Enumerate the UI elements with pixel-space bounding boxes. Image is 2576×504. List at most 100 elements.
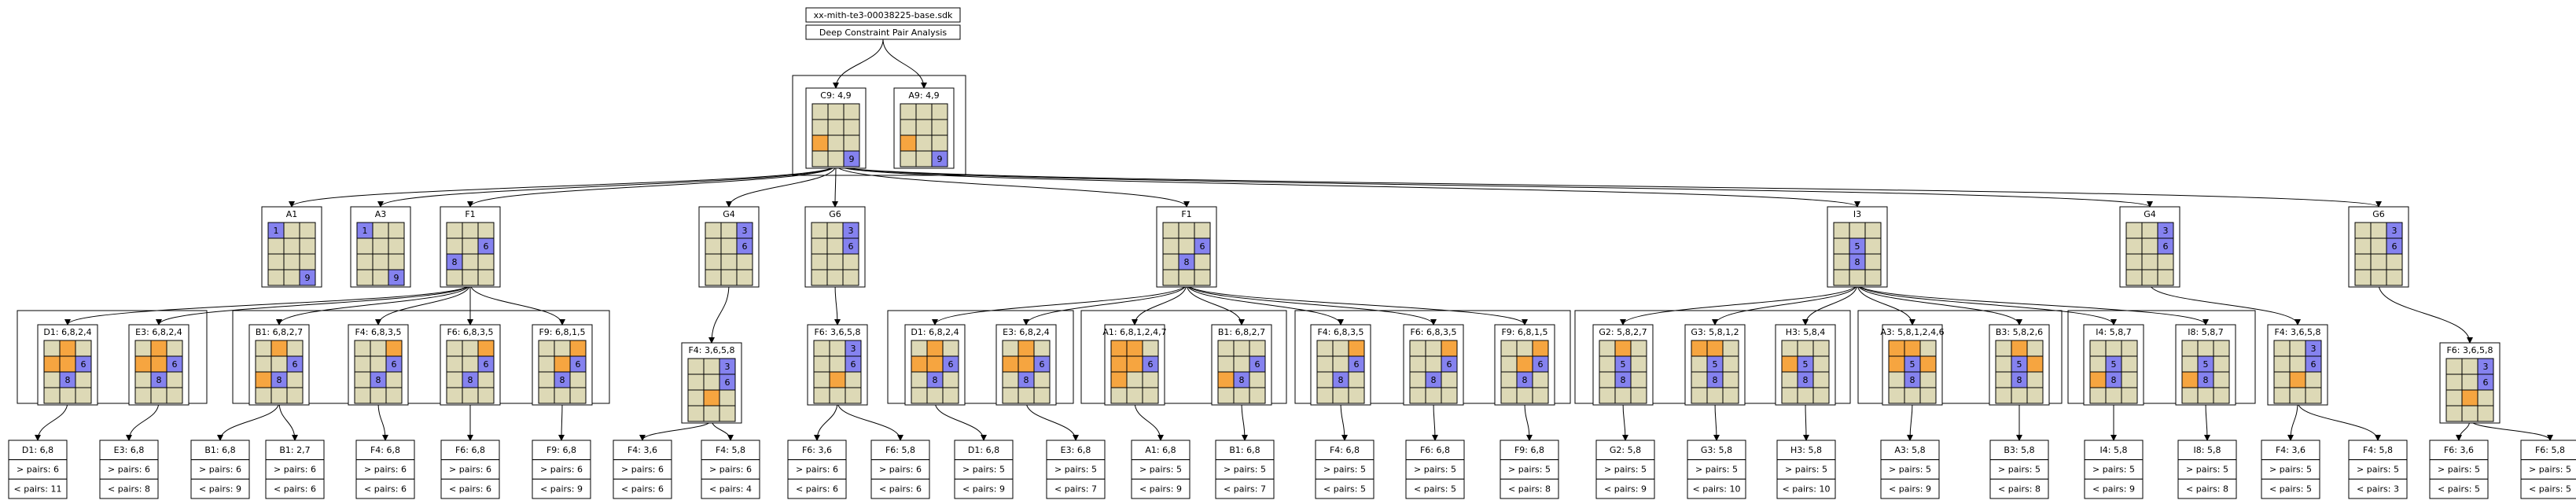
leaf-l23: B3: 5,8> pairs: 5< pairs: 8 bbox=[1989, 440, 2049, 499]
grid-cell bbox=[915, 134, 933, 152]
leaf-text: > pairs: 6 bbox=[621, 465, 664, 475]
grid-cell-value: 6 bbox=[1447, 359, 1452, 370]
grid-cell-value: 5 bbox=[1910, 359, 1915, 370]
grid-cell-value: 5 bbox=[1803, 359, 1809, 370]
leaf-row bbox=[2348, 459, 2408, 480]
grid-cell-value: 6 bbox=[2163, 241, 2169, 252]
leaf-text: > pairs: 5 bbox=[1889, 465, 1931, 475]
grid-cell bbox=[255, 371, 272, 388]
grid-cell-value: 3 bbox=[2483, 362, 2489, 372]
grid-cell bbox=[43, 387, 61, 404]
node-a3b: A3: 5,8,1,2,4,658 bbox=[1880, 324, 1945, 406]
leaf-row bbox=[2084, 478, 2144, 499]
cluster-group bbox=[17, 75, 2256, 404]
grid-cell bbox=[1904, 387, 1921, 404]
edge bbox=[35, 401, 68, 441]
leaf-row bbox=[1315, 440, 1374, 461]
grid-cell bbox=[286, 371, 304, 388]
leaf-text: H3: 5,8 bbox=[1790, 445, 1822, 455]
grid-cell bbox=[813, 387, 830, 404]
grid-cell bbox=[446, 340, 463, 357]
leaf-l8: F4: 3,6> pairs: 6< pairs: 6 bbox=[613, 440, 672, 499]
leaf-row bbox=[701, 478, 760, 499]
grid-cell bbox=[1178, 269, 1195, 286]
node-label: I8: 5,8,7 bbox=[2188, 327, 2223, 337]
grid-cell bbox=[299, 237, 316, 255]
grid-cell bbox=[270, 387, 288, 404]
leaf-text: F4: 3,6 bbox=[2276, 445, 2306, 455]
grid-cell bbox=[1888, 355, 1905, 373]
edge bbox=[1857, 283, 2209, 326]
grid-cell bbox=[554, 340, 571, 357]
grid-cell bbox=[1691, 387, 1708, 404]
leaf-row bbox=[1880, 440, 1940, 461]
grid-cell bbox=[1812, 387, 1830, 404]
leaf-text: > pairs: 6 bbox=[709, 465, 752, 475]
grid-cell bbox=[1126, 355, 1143, 373]
node-i8: I8: 5,8,758 bbox=[2175, 324, 2236, 406]
node-f4a: F4: 6,8,3,568 bbox=[348, 324, 409, 406]
grid-cell bbox=[2477, 389, 2494, 407]
edge bbox=[1802, 401, 1809, 441]
grid-cell bbox=[477, 269, 495, 286]
grid-cell bbox=[2105, 387, 2122, 404]
grid-cell-value: 8 bbox=[1621, 375, 1626, 385]
edge bbox=[1186, 283, 1344, 326]
grid-cell bbox=[1888, 340, 1905, 357]
grid-cell bbox=[372, 253, 389, 270]
grid-cell bbox=[2461, 389, 2478, 407]
grid-cell-value: 3 bbox=[2163, 226, 2169, 236]
node-f4d: F4: 3,6,5,836 bbox=[2267, 324, 2328, 406]
grid-cell bbox=[842, 269, 859, 286]
grid-cell bbox=[477, 371, 495, 388]
leaf-row bbox=[1687, 478, 1746, 499]
grid-cell bbox=[1599, 387, 1616, 404]
leaf-text: > pairs: 6 bbox=[796, 465, 838, 475]
grid-cell bbox=[538, 371, 555, 388]
leaf-row bbox=[532, 440, 591, 461]
grid-cell bbox=[1441, 387, 1458, 404]
grid-cell-value: 8 bbox=[468, 375, 473, 385]
grid-cell bbox=[827, 150, 845, 167]
grid-cell bbox=[931, 103, 948, 120]
leaf-text: > pairs: 5 bbox=[1508, 465, 1551, 475]
grid-cell-value: 9 bbox=[937, 154, 943, 164]
grid-cell bbox=[1217, 340, 1235, 357]
grid-cell bbox=[1002, 371, 1019, 388]
leaf-row bbox=[8, 459, 68, 480]
cluster-box bbox=[887, 310, 1074, 404]
grid-cell bbox=[1217, 355, 1235, 373]
leaf-row bbox=[1131, 478, 1190, 499]
leaf-text: F6: 6,8 bbox=[1420, 445, 1450, 455]
leaf-text: G3: 5,8 bbox=[1701, 445, 1732, 455]
grid-cell bbox=[1409, 371, 1426, 388]
leaf-row bbox=[1131, 459, 1190, 480]
leaf-l29: F6: 5,8> pairs: 5< pairs: 5 bbox=[2520, 440, 2576, 499]
grid-cell bbox=[2273, 355, 2291, 373]
leaf-row bbox=[440, 459, 500, 480]
grid-cell bbox=[1217, 371, 1235, 388]
grid-cell bbox=[134, 387, 152, 404]
node-label: B3: 5,8,2,6 bbox=[1996, 327, 2043, 337]
leaf-text: F6: 6,8 bbox=[455, 445, 485, 455]
grid-cell bbox=[2445, 405, 2463, 422]
leaf-row bbox=[1405, 459, 1465, 480]
grid-cell bbox=[1441, 371, 1458, 388]
edge bbox=[469, 283, 565, 326]
leaf-text: < pairs: 5 bbox=[2529, 484, 2571, 494]
edge bbox=[1621, 401, 1628, 441]
grid-cell bbox=[446, 355, 463, 373]
node-label: E3: 6,8,2,4 bbox=[135, 327, 182, 337]
leaf-text: < pairs: 6 bbox=[879, 484, 922, 494]
grid-cell bbox=[569, 340, 587, 357]
grid-cell-value: 8 bbox=[1855, 257, 1860, 267]
grid-cell bbox=[931, 134, 948, 152]
edge bbox=[1857, 283, 2117, 326]
cluster-box bbox=[1080, 310, 1287, 404]
node-label: F1 bbox=[465, 209, 475, 219]
grid-cell bbox=[356, 253, 374, 270]
leaf-row bbox=[1687, 459, 1746, 480]
grid-cell bbox=[826, 222, 844, 239]
grid-cell bbox=[2370, 269, 2387, 286]
